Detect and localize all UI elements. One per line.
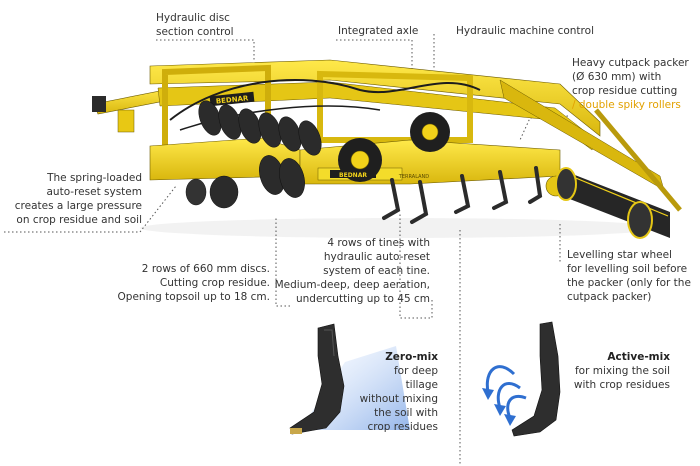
zero-mix-illustration xyxy=(289,323,410,435)
active-mix-illustration xyxy=(482,321,561,437)
active-mix-line1: for mixing the soil xyxy=(574,365,670,377)
callout-tines-line1: 4 rows of tines with xyxy=(327,237,430,249)
callout-spring-line1: The spring-loaded xyxy=(47,172,142,184)
callout-tines-line5: undercutting up to 45 cm xyxy=(296,293,430,305)
zero-mix-line2: tillage xyxy=(405,379,438,391)
callout-spring-line4: on crop residue and soil xyxy=(16,214,142,226)
zero-mix-line1: for deep xyxy=(393,365,438,377)
callout-hydraulic-disc: Hydraulic disc section control xyxy=(156,11,234,39)
callout-integrated-axle: Integrated axle xyxy=(338,25,419,37)
callout-spring-line3: creates a large pressure xyxy=(14,200,142,212)
active-mix-text: Active-mix for mixing the soil with crop… xyxy=(574,350,670,392)
callout-packer-line2: (Ø 630 mm) with xyxy=(572,71,662,83)
callout-tines: 4 rows of tines with hydraulic auto-rese… xyxy=(275,236,430,306)
zero-mix-title: Zero-mix xyxy=(385,351,438,363)
cutpack-packer xyxy=(499,79,682,239)
callout-packer-line1: Heavy cutpack packer xyxy=(572,57,689,69)
cultivator-machine: BEDNAR BEDNAR TERRALAND xyxy=(92,59,682,239)
callout-levelling-line1: Levelling star wheel xyxy=(567,249,672,261)
callout-levelling-line4: cutpack packer) xyxy=(567,291,652,303)
callout-discs-line2: Cutting crop residue. xyxy=(159,277,270,289)
callout-hydraulic-machine: Hydraulic machine control xyxy=(456,25,594,37)
callout-hydraulic-disc-line1: Hydraulic disc xyxy=(156,12,230,24)
callout-tines-line2: hydraulic auto-reset xyxy=(323,251,430,263)
callout-levelling: Levelling star wheel for levelling soil … xyxy=(567,248,691,304)
callout-spring-loaded: The spring-loaded auto-reset system crea… xyxy=(15,171,142,227)
brand-logo-axle: BEDNAR xyxy=(339,172,367,179)
tine-rows xyxy=(382,166,543,224)
callout-packer-line3: crop residue cutting xyxy=(572,85,678,97)
callout-levelling-line2: for levelling soil before xyxy=(567,263,688,275)
callout-spring-line2: auto-reset system xyxy=(46,186,142,198)
callout-tines-line3: system of each tine. xyxy=(323,265,430,277)
zero-mix-text: Zero-mix for deep tillage without mixing… xyxy=(360,350,438,434)
callout-discs-line1: 2 rows of 660 mm discs. xyxy=(141,263,270,275)
active-mix-title: Active-mix xyxy=(607,351,670,363)
active-mix-line2: with crop residues xyxy=(573,379,670,391)
callout-tines-line4: Medium-deep, deep aeration, xyxy=(274,279,430,291)
zero-mix-line5: crop residues xyxy=(367,421,438,433)
brand-logo-front: BEDNAR xyxy=(215,94,249,105)
model-name: TERRALAND xyxy=(398,174,429,180)
zero-mix-line4: the soil with xyxy=(374,407,438,419)
disc-rows xyxy=(185,100,322,209)
callout-hydraulic-disc-line2: section control xyxy=(156,26,234,38)
zero-mix-line3: without mixing xyxy=(359,393,438,405)
callout-discs: 2 rows of 660 mm discs. Cutting crop res… xyxy=(118,262,270,304)
callout-levelling-line3: the packer (only for the xyxy=(567,277,691,289)
callout-packer: Heavy cutpack packer (Ø 630 mm) with cro… xyxy=(572,56,689,112)
callout-packer-alt: / double spiky rollers xyxy=(572,99,681,111)
callout-discs-line3: Opening topsoil up to 18 cm. xyxy=(117,291,270,303)
